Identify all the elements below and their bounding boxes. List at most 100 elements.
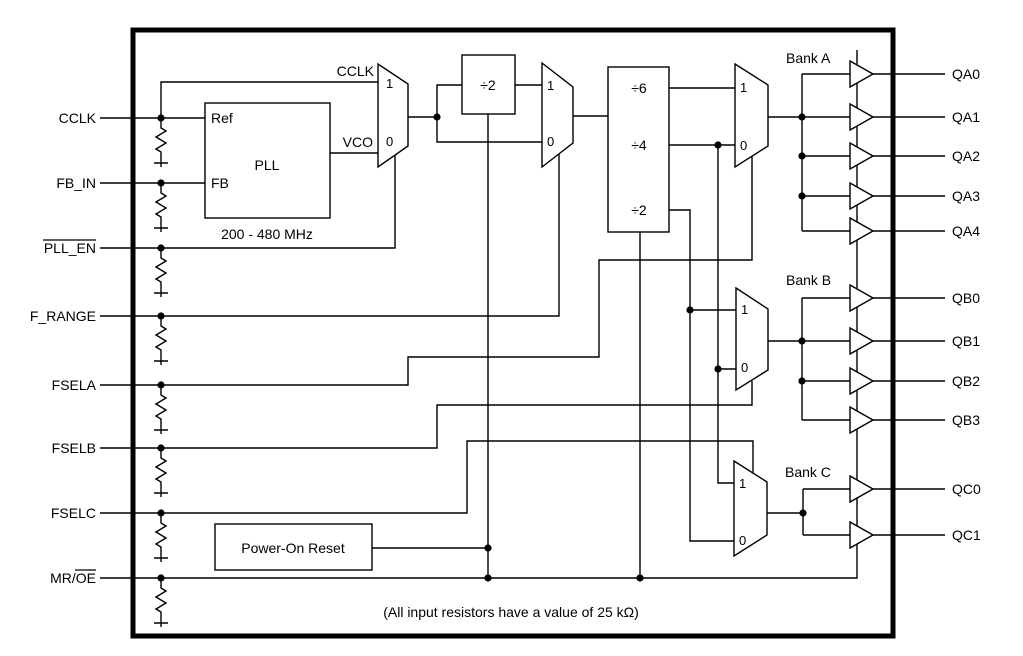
divider-block [607, 66, 670, 233]
pin-label-qa2: QA2 [952, 148, 980, 164]
pin-label-fselb: FSELB [52, 440, 96, 456]
pin-label-f-range: F_RANGE [30, 308, 96, 324]
buffer-qb1 [849, 326, 875, 356]
reference-mux-in0-label: 0 [386, 134, 393, 149]
resistor-cclk [154, 118, 168, 167]
resistor-mr-oe [154, 578, 168, 627]
range-mux [541, 61, 574, 169]
cclk-mux-label: CCLK [337, 63, 375, 79]
junction-dot [157, 312, 165, 320]
divider-div6-label: ÷6 [631, 80, 647, 96]
pin-label-qb3: QB3 [952, 412, 980, 428]
bank-a-mux-in1-label: 1 [740, 80, 747, 95]
junction-dot [157, 574, 165, 582]
bank-b-mux-in0-label: 0 [741, 360, 748, 375]
pll-block [204, 102, 331, 219]
junction-dot [798, 377, 806, 385]
divider-div4-label: ÷4 [631, 137, 647, 153]
bank-b-mux [735, 286, 769, 392]
pin-label-pll-en: PLL_EN [44, 240, 96, 256]
resistor-fselc [154, 513, 168, 562]
pin-label-qb0: QB0 [952, 290, 980, 306]
pin-label-qb1: QB1 [952, 333, 980, 349]
bank-c-mux-in0-label: 0 [739, 533, 746, 548]
pin-label-qa1: QA1 [952, 109, 980, 125]
pin-label-fselc: FSELC [51, 505, 96, 521]
resistor-f-range [154, 316, 168, 365]
junction-dot [798, 337, 806, 345]
bank-c-title: Bank C [785, 464, 831, 480]
junction-dot [686, 306, 694, 314]
resistor-fselb [154, 448, 168, 497]
range-mux-in1-label: 1 [547, 78, 554, 93]
buffer-qa4 [849, 216, 875, 246]
pin-label-qc0: QC0 [952, 481, 981, 497]
wire-prescaler-bypass [436, 117, 542, 143]
prescaler-label: ÷2 [480, 77, 496, 93]
prescaler-div2-block [461, 54, 516, 115]
junction-dot [433, 113, 441, 121]
junction-dot [157, 381, 165, 389]
junction-dot [157, 244, 165, 252]
reference-mux-in1-label: 1 [386, 76, 393, 91]
buffer-qc0 [849, 474, 875, 504]
junction-dot [157, 114, 165, 122]
buffer-qa3 [849, 181, 875, 211]
bank-a-mux-in0-label: 0 [740, 138, 747, 153]
junction-dot [798, 192, 806, 200]
pin-label-qa3: QA3 [952, 188, 980, 204]
junction-dot [157, 444, 165, 452]
buffer-qb3 [849, 405, 875, 435]
wire-fsela-select [100, 156, 753, 386]
buffer-qc1 [849, 520, 875, 550]
resistor-fsela [154, 385, 168, 434]
junction-dot [157, 179, 165, 187]
junction-dot [714, 365, 722, 373]
pll-fb-label: FB [211, 175, 229, 191]
divider-div2-label: ÷2 [631, 202, 647, 218]
pin-label-qa4: QA4 [952, 223, 980, 239]
reference-mux [377, 62, 409, 169]
resistor-fb-in [154, 183, 168, 232]
junction-dot [484, 544, 492, 552]
bank-b-mux-in1-label: 1 [741, 302, 748, 317]
pin-label-cclk: CCLK [59, 110, 97, 126]
wire-pll-en-select [100, 155, 396, 249]
input-resistors [154, 118, 168, 627]
junction-dot [636, 574, 644, 582]
buffer-qa1 [849, 102, 875, 132]
junction-dot [484, 574, 492, 582]
buffer-qb2 [849, 366, 875, 396]
wire-cclk-branch [160, 81, 378, 118]
pin-label-qa0: QA0 [952, 66, 980, 82]
chip-boundary [130, 27, 896, 639]
pin-label-fb-in: FB_IN [56, 175, 96, 191]
bank-a-title: Bank A [786, 50, 831, 66]
range-mux-in0-label: 0 [547, 134, 554, 149]
vco-label: VCO [343, 134, 373, 150]
buffer-qa2 [849, 141, 875, 171]
wire-fselc-select [100, 440, 754, 514]
junction-dot [798, 113, 806, 121]
pin-label-fsela: FSELA [52, 377, 97, 393]
buffer-qb0 [849, 283, 875, 313]
bank-b-title: Bank B [786, 272, 831, 288]
power-on-reset-label: Power-On Reset [241, 540, 345, 556]
pin-label-mr-oe: MR/OE [50, 570, 96, 586]
power-on-reset-block [214, 523, 373, 571]
bank-a-mux [734, 62, 769, 169]
pll-ref-label: Ref [211, 110, 233, 126]
wire-div2-vertical [669, 209, 734, 542]
buffer-qa0 [849, 59, 875, 89]
resistor-note: (All input resistors have a value of 25 … [383, 604, 639, 620]
wire-f-range-select [100, 154, 560, 317]
pin-label-qc1: QC1 [952, 527, 981, 543]
bank-c-mux-in1-label: 1 [739, 476, 746, 491]
pll-label: PLL [255, 157, 280, 173]
resistor-pll-en [154, 248, 168, 297]
junction-dot [714, 141, 722, 149]
junction-dots [157, 113, 807, 582]
junction-dot [157, 509, 165, 517]
pin-label-qb2: QB2 [952, 373, 980, 389]
